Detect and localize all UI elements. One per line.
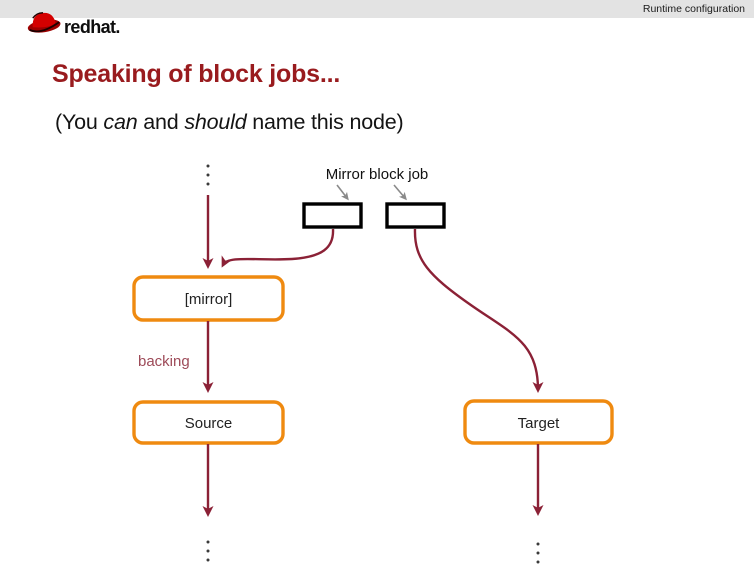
wordmark-red: red: [64, 17, 91, 37]
edge-job-to-target: [413, 228, 544, 393]
redhat-logo: redhat.: [26, 3, 120, 39]
red-fedora-hat-icon: [27, 12, 61, 33]
backing-edge-label: backing: [138, 353, 190, 370]
vertical-ellipsis-bottom-right-icon: [536, 542, 540, 564]
edge-job-to-mirror: [221, 228, 335, 268]
job-box-right: [385, 202, 446, 229]
slide-subtitle: (You can and should name this node): [55, 110, 404, 135]
pointer-arrow-left: [336, 184, 349, 201]
mirror-node-box: [132, 275, 285, 322]
wordmark-hat: hat: [90, 17, 116, 37]
target-node-box: [463, 399, 614, 445]
vertical-ellipsis-top-icon: [206, 164, 210, 186]
header-title: Runtime configuration: [642, 3, 745, 15]
block-job-label: Mirror block job: [326, 166, 429, 183]
mirror-node-label: [mirror]: [185, 291, 233, 308]
wordmark-period: .: [115, 17, 120, 37]
header-bar: Runtime configuration: [0, 0, 754, 18]
subtitle-italic-can: can: [103, 110, 138, 134]
redhat-wordmark: redhat.: [64, 18, 120, 39]
source-node-label: Source: [185, 415, 233, 432]
target-node-label: Target: [518, 415, 561, 432]
source-node-box: [132, 400, 285, 445]
subtitle-italic-should: should: [184, 110, 247, 134]
vertical-ellipsis-bottom-left-icon: [206, 540, 210, 562]
slide-title: Speaking of block jobs...: [52, 60, 341, 88]
pointer-arrow-right: [393, 184, 407, 201]
subtitle-pre: (You: [55, 110, 104, 134]
subtitle-mid: and: [137, 110, 185, 134]
subtitle-post: name this node): [246, 110, 404, 134]
job-box-left: [302, 202, 363, 229]
